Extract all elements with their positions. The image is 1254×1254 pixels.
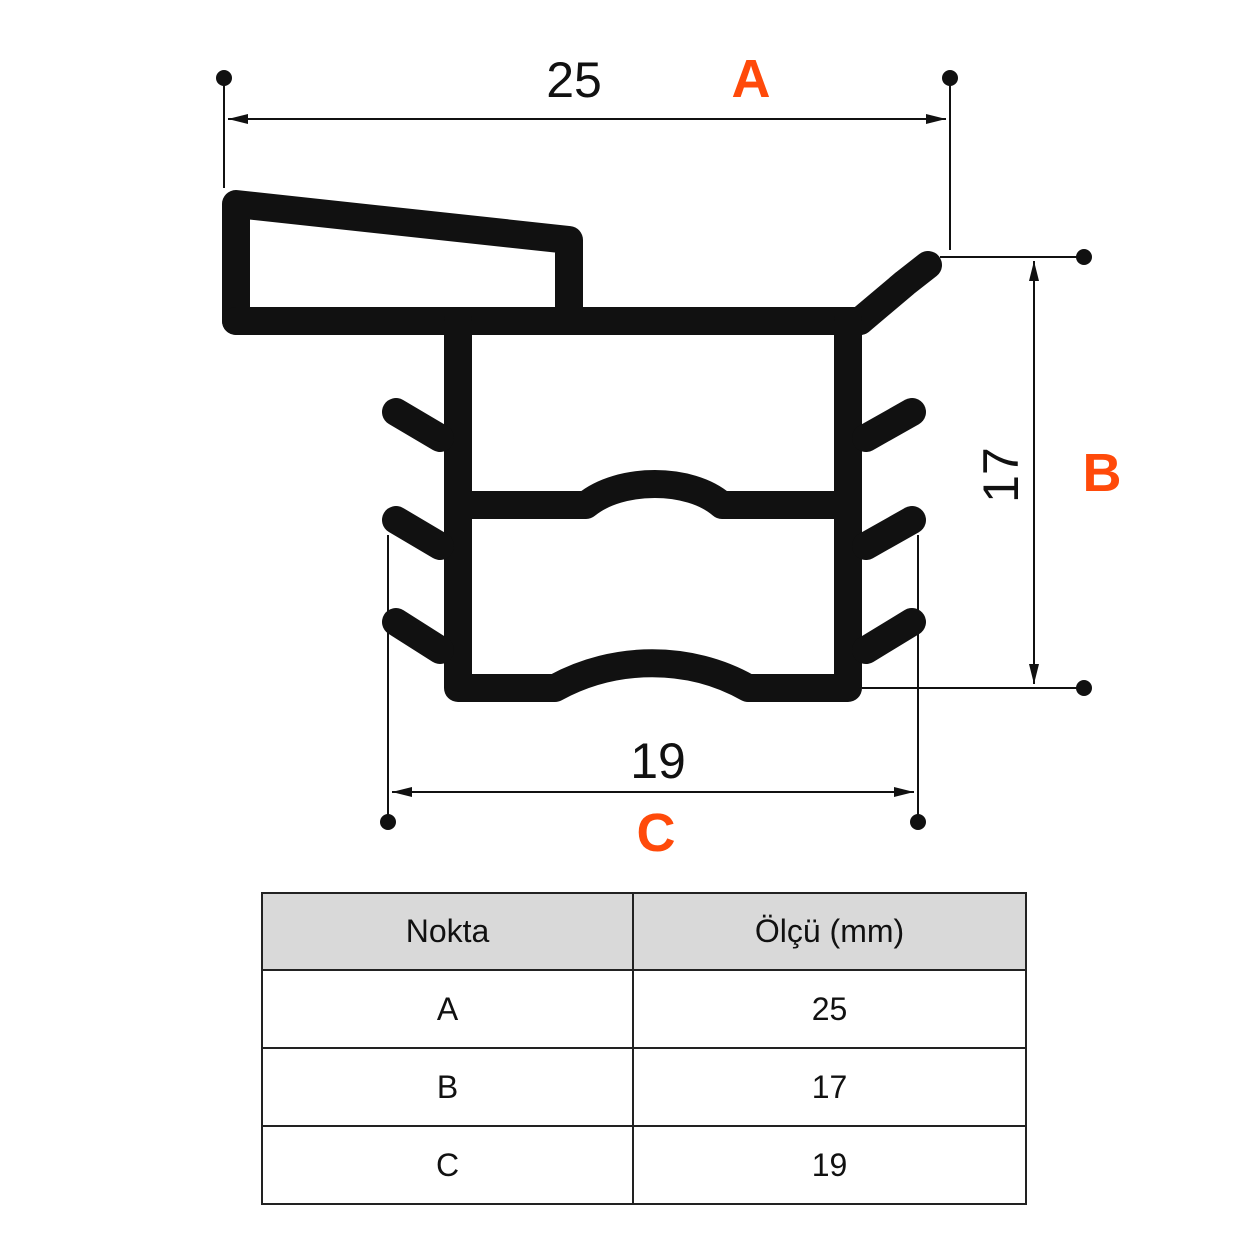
gasket-profile bbox=[222, 190, 942, 702]
endpoint-dot bbox=[1076, 249, 1092, 265]
endpoint-dot bbox=[216, 70, 232, 86]
right-fin bbox=[852, 398, 926, 452]
dimension-a bbox=[223, 78, 951, 250]
column-header-point: Nokta bbox=[261, 892, 634, 971]
table-cell-measure: 19 bbox=[632, 1125, 1027, 1205]
angled-lip bbox=[846, 251, 942, 335]
measurement-table: Nokta Ölçü (mm) A 25 B 17 C 19 bbox=[261, 892, 1027, 1205]
dimension-b-value: 17 bbox=[973, 447, 1029, 503]
table-cell-point: A bbox=[261, 969, 634, 1049]
table-cell-measure: 25 bbox=[632, 969, 1027, 1049]
table-row: A 25 bbox=[261, 969, 1027, 1049]
dimension-a-label: A bbox=[732, 49, 771, 109]
middle-divider bbox=[458, 470, 848, 519]
table-cell-point: B bbox=[261, 1047, 634, 1127]
table-cell-point: C bbox=[261, 1125, 634, 1205]
endpoint-dot bbox=[380, 814, 396, 830]
table-cell-measure: 17 bbox=[632, 1047, 1027, 1127]
dimension-c-value: 19 bbox=[630, 733, 686, 789]
bottom-base bbox=[458, 649, 848, 702]
table-header-row: Nokta Ölçü (mm) bbox=[261, 892, 1027, 971]
endpoint-dot bbox=[910, 814, 926, 830]
dimension-b-label: B bbox=[1083, 443, 1122, 503]
left-fin bbox=[382, 398, 454, 452]
dimension-b bbox=[862, 256, 1084, 689]
table-row: C 19 bbox=[261, 1125, 1027, 1205]
right-fin bbox=[852, 506, 926, 560]
table-row: B 17 bbox=[261, 1047, 1027, 1127]
left-fin bbox=[382, 608, 454, 664]
left-fin bbox=[382, 506, 454, 560]
dimension-a-value: 25 bbox=[546, 52, 602, 108]
dimension-c bbox=[387, 535, 919, 822]
endpoint-dot bbox=[942, 70, 958, 86]
dimension-c-label: C bbox=[637, 803, 676, 863]
profile-drawing: 25 A 17 B 19 C bbox=[216, 49, 1122, 863]
top-flap bbox=[222, 190, 583, 335]
column-header-measure: Ölçü (mm) bbox=[632, 892, 1027, 971]
endpoint-dot bbox=[1076, 680, 1092, 696]
right-fin bbox=[852, 608, 926, 664]
